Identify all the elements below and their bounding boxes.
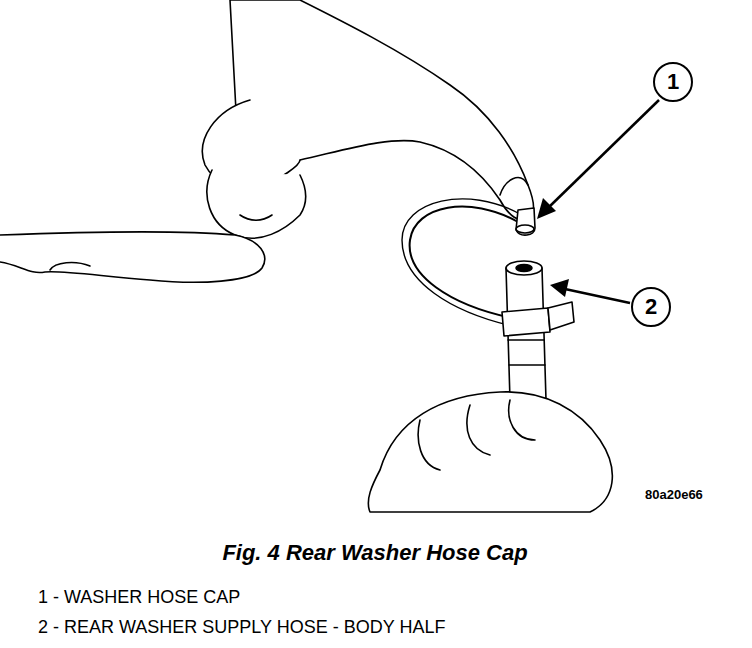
callout-number: 2 [645,296,657,318]
callout-circle: 2 [631,287,671,327]
legend-line: 2 - REAR WASHER SUPPLY HOSE - BODY HALF [38,617,445,638]
figure-caption: Fig. 4 Rear Washer Hose Cap [222,540,527,565]
callout-circle: 1 [653,62,693,102]
legend-line: 1 - WASHER HOSE CAP [38,587,240,608]
figure-code: 80a20e66 [645,488,703,503]
callout-number: 1 [667,71,679,93]
